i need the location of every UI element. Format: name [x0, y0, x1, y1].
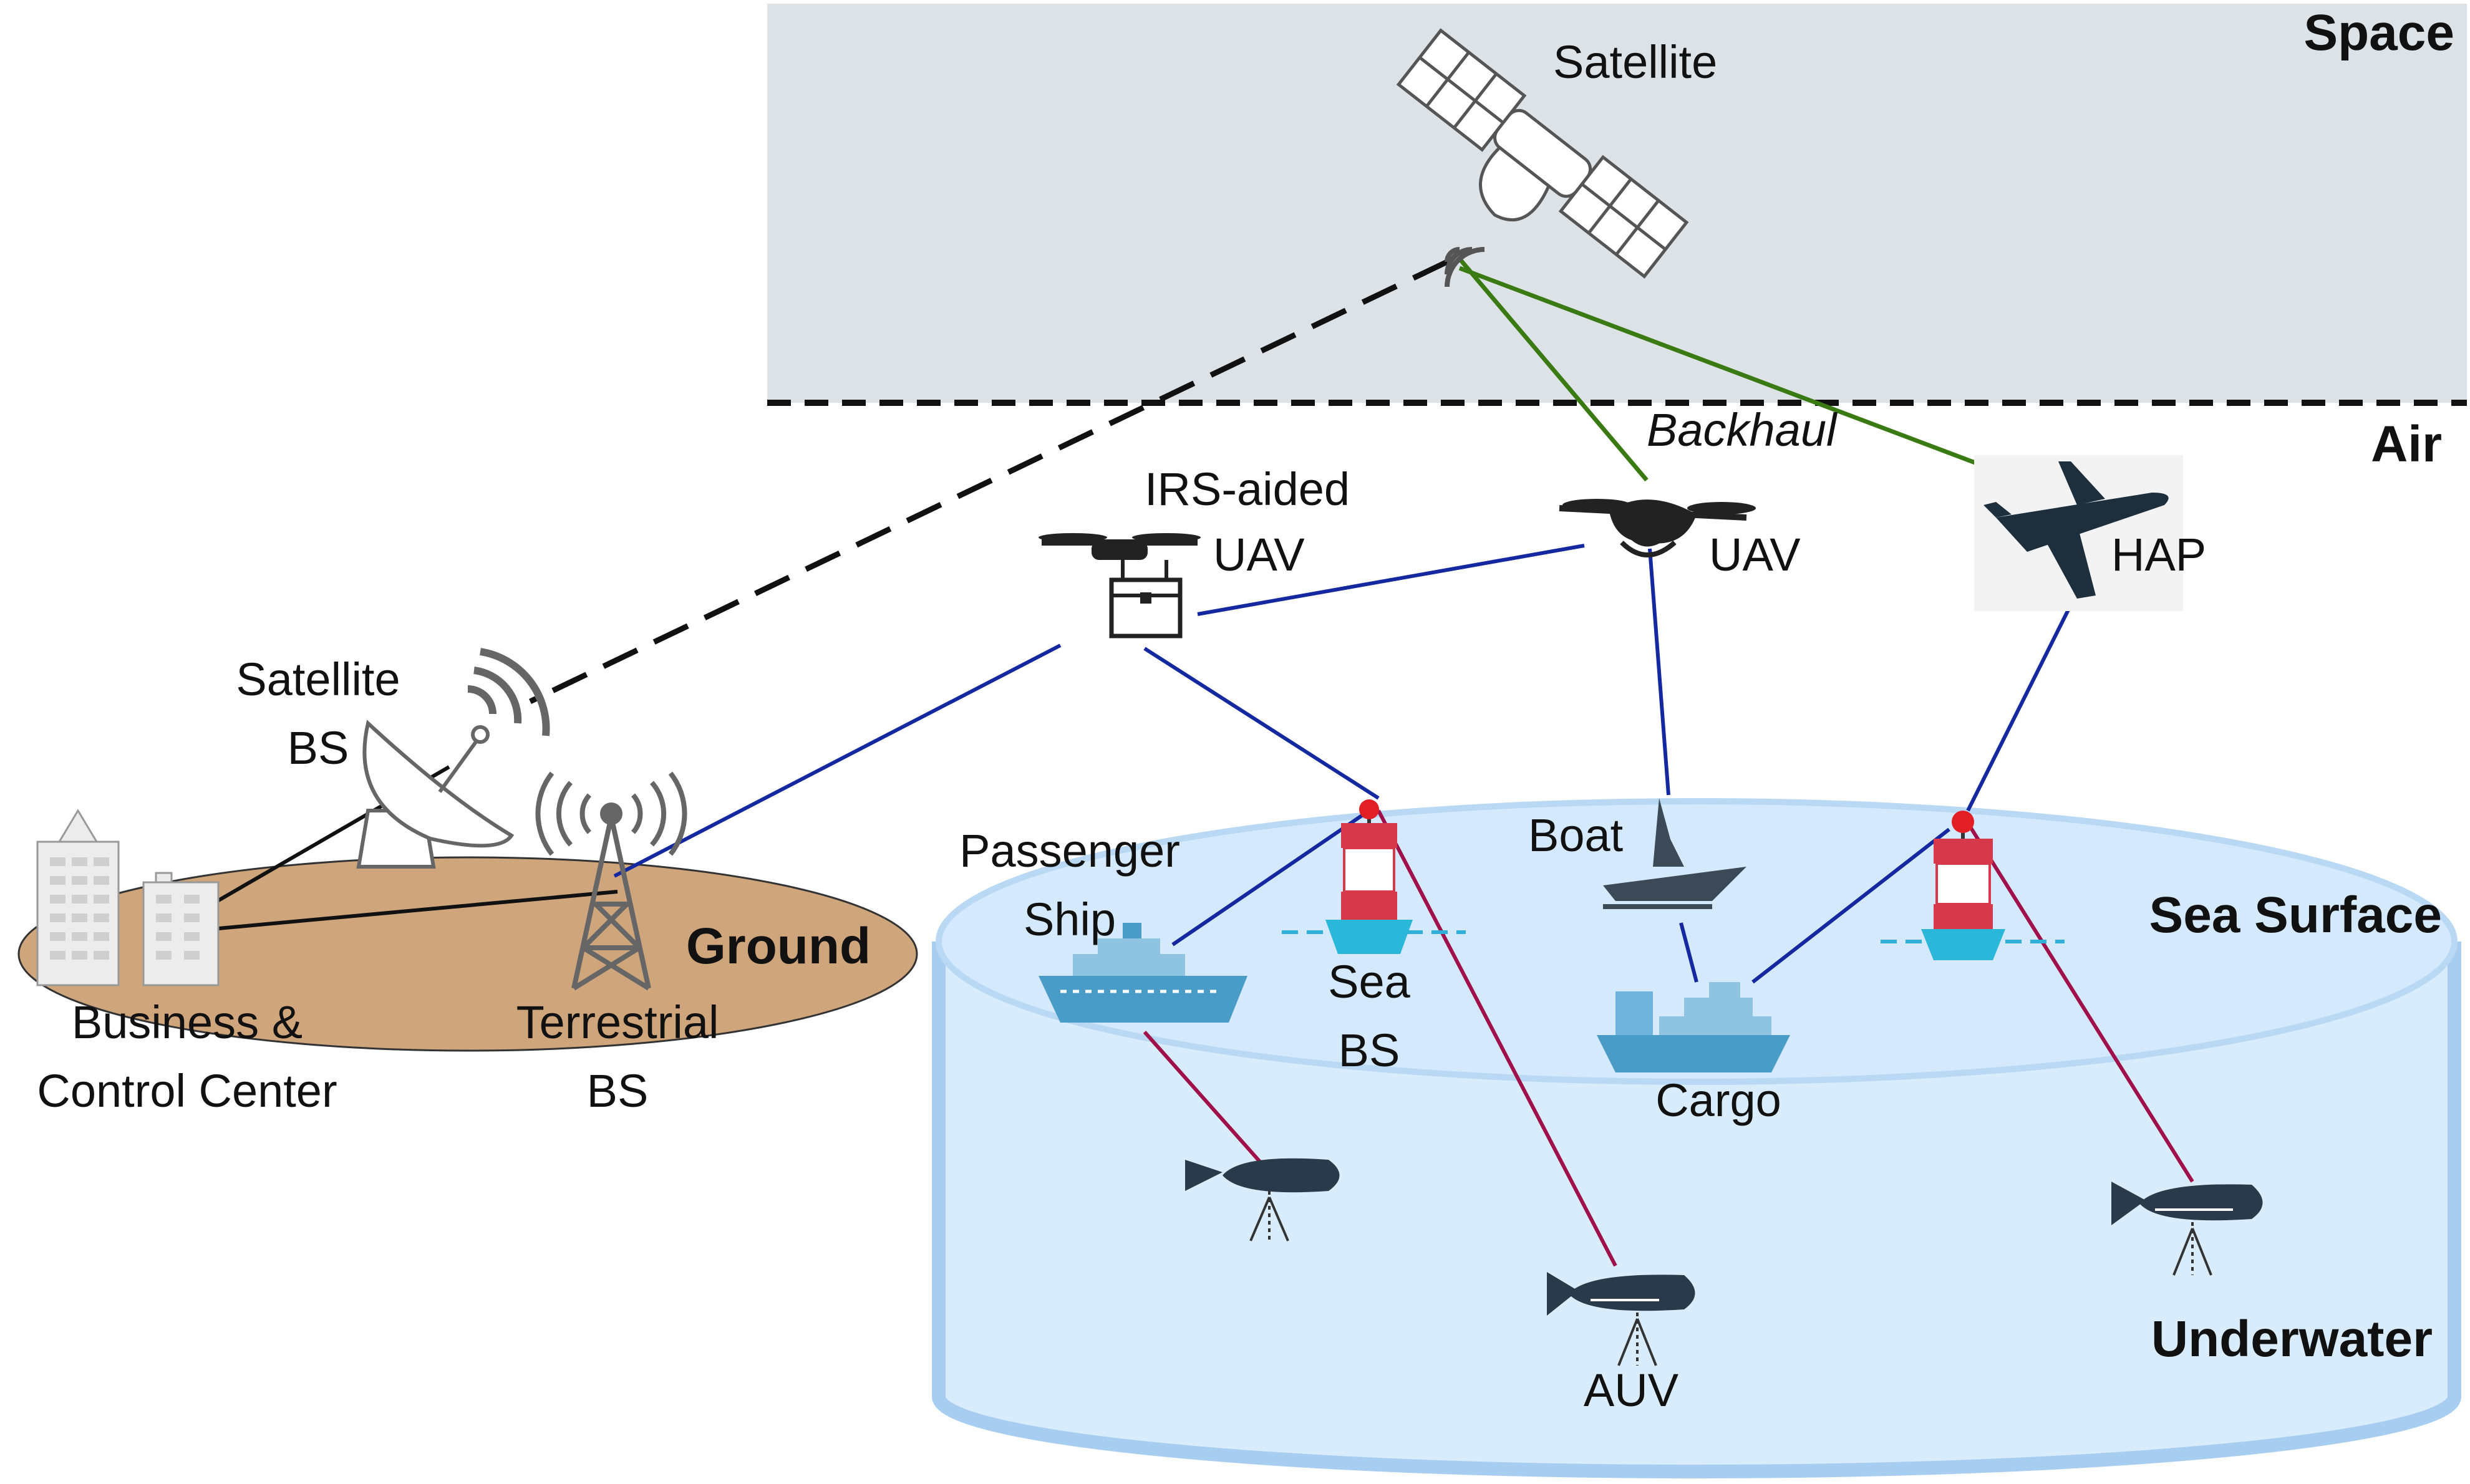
sea-bs-buoy-icon-2	[1881, 811, 2065, 960]
auv-icon-3	[2111, 1182, 2263, 1276]
link-hap-buoy2	[1966, 597, 2076, 812]
auv-icon-1	[1185, 1158, 1340, 1241]
label-passenger-line2: Ship	[1024, 894, 1116, 945]
label-sea-bs-line2: BS	[1339, 1024, 1400, 1076]
label-business-line2: Control Center	[37, 1065, 337, 1117]
link-ship-auv1	[1143, 1031, 1271, 1173]
label-irs-uav-line1: IRS-aided	[1145, 463, 1350, 515]
link-backhaul-uav	[1458, 257, 1649, 482]
links	[211, 257, 2194, 1267]
satbs-signal-icon	[467, 648, 550, 736]
label-irs-uav-line2: UAV	[1213, 529, 1305, 581]
cargo-ship-icon	[1597, 982, 1790, 1072]
zone-label-space: Space	[2303, 4, 2454, 61]
zone-label-underwater: Underwater	[2151, 1311, 2433, 1367]
link-buoy2-auv3	[1966, 822, 2194, 1183]
irs-uav-icon	[1039, 533, 1201, 638]
terrestrial-bs-icon	[535, 771, 687, 991]
sea-bs-buoy-icon	[1282, 799, 1466, 954]
label-terrestrial-line2: BS	[587, 1065, 649, 1117]
auv-icon-2	[1547, 1272, 1695, 1366]
link-terrestrial-business	[211, 890, 618, 931]
boat-icon	[1603, 798, 1746, 909]
label-sea-bs-line1: Sea	[1328, 956, 1411, 1008]
label-passenger-line1: Passenger	[959, 825, 1180, 877]
link-boat-cargo	[1679, 922, 1698, 983]
link-uav-boat	[1648, 548, 1670, 796]
zone-label-ground: Ground	[686, 918, 871, 975]
uav-icon	[1559, 499, 1756, 557]
label-cargo: Cargo	[1655, 1074, 1781, 1126]
label-satellite-bs-line1: Satellite	[236, 653, 400, 705]
link-cargo-buoy2	[1751, 827, 1950, 984]
link-irsuav-uav	[1197, 544, 1585, 616]
label-business-line1: Business &	[72, 996, 303, 1048]
label-auv: AUV	[1584, 1364, 1679, 1416]
link-seabs-ship	[1171, 809, 1370, 947]
satellite-icon	[1396, 28, 1689, 279]
building-windows	[50, 857, 200, 960]
link-irsuav-seabs	[1143, 647, 1380, 800]
label-satellite-bs-line2: BS	[288, 722, 349, 774]
link-seabs-auv2	[1377, 809, 1617, 1267]
satellite-bs-icon	[356, 720, 515, 869]
satellite-signal-icon	[1445, 247, 1485, 287]
label-boat: Boat	[1528, 809, 1624, 861]
link-irsuav-terrestrial	[613, 643, 1062, 878]
label-satellite: Satellite	[1553, 36, 1717, 88]
label-backhaul: Backhaul	[1647, 404, 1838, 456]
zone-label-air: Air	[2371, 416, 2442, 473]
zone-label-sea-surface: Sea Surface	[2149, 887, 2443, 943]
label-hap: HAP	[2111, 529, 2206, 581]
ground-region	[17, 856, 918, 1052]
hap-icon	[1974, 455, 2183, 611]
label-uav: UAV	[1709, 529, 1801, 581]
label-terrestrial-line1: Terrestrial	[516, 996, 719, 1048]
link-satellite-satbs	[529, 259, 1448, 705]
link-backhaul-hap	[1458, 266, 2072, 501]
passenger-ship-icon	[1039, 923, 1247, 1023]
